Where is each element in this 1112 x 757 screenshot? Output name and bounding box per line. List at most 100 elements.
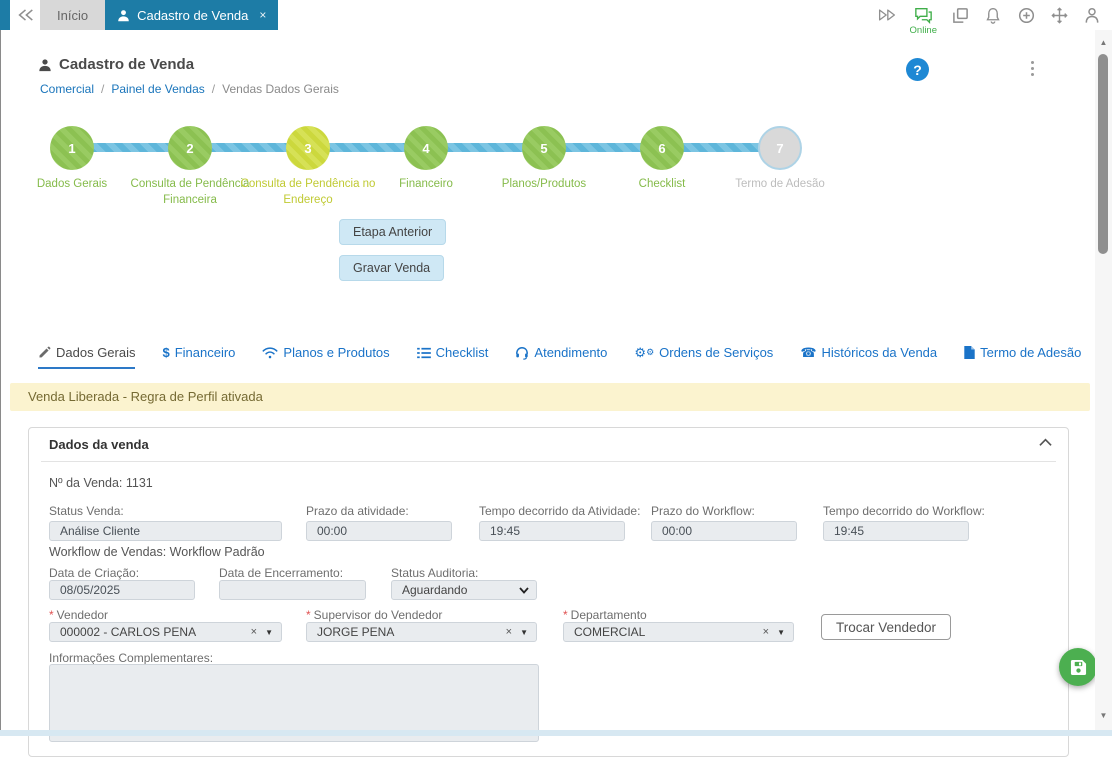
breadcrumb-separator: / <box>211 82 216 96</box>
prazo-workflow-label: Prazo do Workflow: <box>651 504 755 518</box>
panel-title: Dados da venda <box>49 437 149 452</box>
status-auditoria-select[interactable]: Aguardando <box>391 580 537 600</box>
move-arrows-icon[interactable] <box>1049 5 1069 25</box>
tempo-workflow-label: Tempo decorrido do Workflow: <box>823 504 985 518</box>
tempo-atividade-field[interactable]: 19:45 <box>479 521 625 541</box>
collapse-sidebar-button[interactable] <box>10 0 40 30</box>
caret-down-icon[interactable]: ▼ <box>777 627 785 637</box>
tab-historicos-da-venda[interactable]: ☎ Históricos da Venda <box>800 345 937 369</box>
topbar: Início Cadastro de Venda × Online <box>0 0 1112 36</box>
horizontal-scrollbar[interactable] <box>0 730 1112 736</box>
departamento-select[interactable]: COMERCIAL × ▼ <box>563 622 794 642</box>
gears-icon: ⚙⚙ <box>634 345 655 360</box>
step-7-circle[interactable]: 7 <box>758 126 802 170</box>
step-7-label: Termo de Adesão <box>735 178 825 190</box>
dollar-icon: $ <box>162 345 170 360</box>
tempo-atividade-label: Tempo decorrido da Atividade: <box>479 504 641 518</box>
copy-pages-icon[interactable] <box>950 5 970 25</box>
detail-tabs: Dados Gerais $ Financeiro Planos e Produ… <box>38 345 1081 369</box>
tab-termo-de-adesao[interactable]: Termo de Adesão <box>964 345 1081 369</box>
gravar-venda-button[interactable]: Gravar Venda <box>339 255 445 281</box>
notifications-bell-icon[interactable] <box>983 5 1003 25</box>
tab-label: Termo de Adesão <box>980 345 1082 360</box>
step-number: 6 <box>658 140 666 156</box>
step-1-circle[interactable]: 1 <box>50 126 94 170</box>
clear-icon[interactable]: × <box>250 626 258 638</box>
caret-down-icon[interactable]: ▼ <box>265 627 273 637</box>
tab-ordens-de-servicos[interactable]: ⚙⚙ Ordens de Serviços <box>634 345 773 369</box>
profile-person-icon[interactable] <box>1082 5 1102 25</box>
chevron-down-icon <box>519 586 529 594</box>
save-fab-button[interactable] <box>1059 648 1097 686</box>
page-title-text: Cadastro de Venda <box>59 56 195 73</box>
wifi-icon <box>262 346 279 359</box>
breadcrumb-comercial[interactable]: Comercial <box>40 82 95 96</box>
caret-down-icon[interactable]: ▼ <box>520 627 528 637</box>
add-plus-circle-icon[interactable] <box>1016 5 1036 25</box>
vertical-scrollbar[interactable]: ▲ ▼ <box>1095 30 1112 730</box>
sidebar-edge <box>0 0 10 30</box>
vendedor-select[interactable]: 000002 - CARLOS PENA × ▼ <box>49 622 282 642</box>
online-label: Online <box>909 25 937 36</box>
tab-financeiro[interactable]: $ Financeiro <box>162 345 235 369</box>
breadcrumb-separator: / <box>101 82 105 96</box>
scrollbar-thumb[interactable] <box>1098 54 1108 254</box>
vendedor-value: 000002 - CARLOS PENA <box>60 625 197 639</box>
tab-inicio[interactable]: Início <box>40 0 106 30</box>
checklist-icon <box>416 347 431 359</box>
prazo-workflow-field[interactable]: 00:00 <box>651 521 797 541</box>
status-venda-field[interactable]: Análise Cliente <box>49 521 282 541</box>
step-2-circle[interactable]: 2 <box>168 126 212 170</box>
step-number: 5 <box>540 140 548 156</box>
tab-label: Ordens de Serviços <box>659 345 774 360</box>
data-encerramento-field[interactable] <box>219 580 366 600</box>
fast-forward-icon[interactable] <box>877 5 897 25</box>
step-3-label: Consulta de Pendência no Endereço <box>240 178 376 207</box>
data-criacao-field[interactable]: 08/05/2025 <box>49 580 195 600</box>
prazo-atividade-field[interactable]: 00:00 <box>306 521 452 541</box>
step-number: 4 <box>422 140 430 156</box>
supervisor-value: JORGE PENA <box>317 625 395 639</box>
required-marker: * <box>306 608 311 622</box>
tab-dados-gerais[interactable]: Dados Gerais <box>38 345 136 369</box>
content-left-edge <box>0 30 1 730</box>
breadcrumb-current: Vendas Dados Gerais <box>222 82 339 96</box>
telephone-icon: ☎ <box>800 345 817 360</box>
step-5-circle[interactable]: 5 <box>522 126 566 170</box>
more-options-kebab-icon[interactable] <box>1031 61 1034 76</box>
vendedor-label: *Vendedor <box>49 608 109 622</box>
departamento-label: *Departamento <box>563 608 647 622</box>
tab-cadastro-de-venda[interactable]: Cadastro de Venda × <box>105 0 279 30</box>
trocar-vendedor-button[interactable]: Trocar Vendedor <box>821 614 951 640</box>
tab-label: Financeiro <box>174 345 236 360</box>
supervisor-select[interactable]: JORGE PENA × ▼ <box>306 622 537 642</box>
step-3-circle[interactable]: 3 <box>286 126 330 170</box>
tempo-workflow-field[interactable]: 19:45 <box>823 521 969 541</box>
step-6-circle[interactable]: 6 <box>640 126 684 170</box>
etapa-anterior-button[interactable]: Etapa Anterior <box>339 219 447 245</box>
tab-label: Planos e Produtos <box>283 345 390 360</box>
floppy-disk-icon <box>1070 659 1087 676</box>
document-icon <box>964 346 975 359</box>
workflow-de-vendas-text: Workflow de Vendas: Workflow Padrão <box>49 545 265 559</box>
tab-label: Atendimento <box>534 345 608 360</box>
scroll-up-arrow-icon[interactable]: ▲ <box>1099 38 1108 47</box>
tab-planos-e-produtos[interactable]: Planos e Produtos <box>262 345 390 369</box>
status-auditoria-value: Aguardando <box>402 583 468 597</box>
tab-label: Dados Gerais <box>56 345 136 360</box>
tab-atendimento[interactable]: Atendimento <box>515 345 607 369</box>
close-tab-icon[interactable]: × <box>259 8 267 22</box>
chat-status[interactable]: Online <box>910 5 937 36</box>
info-complementares-textarea[interactable] <box>49 664 539 742</box>
clear-icon[interactable]: × <box>505 626 513 638</box>
breadcrumb-painel-de-vendas[interactable]: Painel de Vendas <box>111 82 205 96</box>
topbar-icons: Online <box>877 0 1112 36</box>
collapse-chevron-up-icon[interactable] <box>1039 438 1052 447</box>
step-1-label: Dados Gerais <box>36 178 108 190</box>
scroll-down-arrow-icon[interactable]: ▼ <box>1099 711 1108 720</box>
help-button[interactable]: ? <box>906 58 929 81</box>
tab-checklist[interactable]: Checklist <box>416 345 488 369</box>
step-4-circle[interactable]: 4 <box>404 126 448 170</box>
clear-icon[interactable]: × <box>762 626 770 638</box>
